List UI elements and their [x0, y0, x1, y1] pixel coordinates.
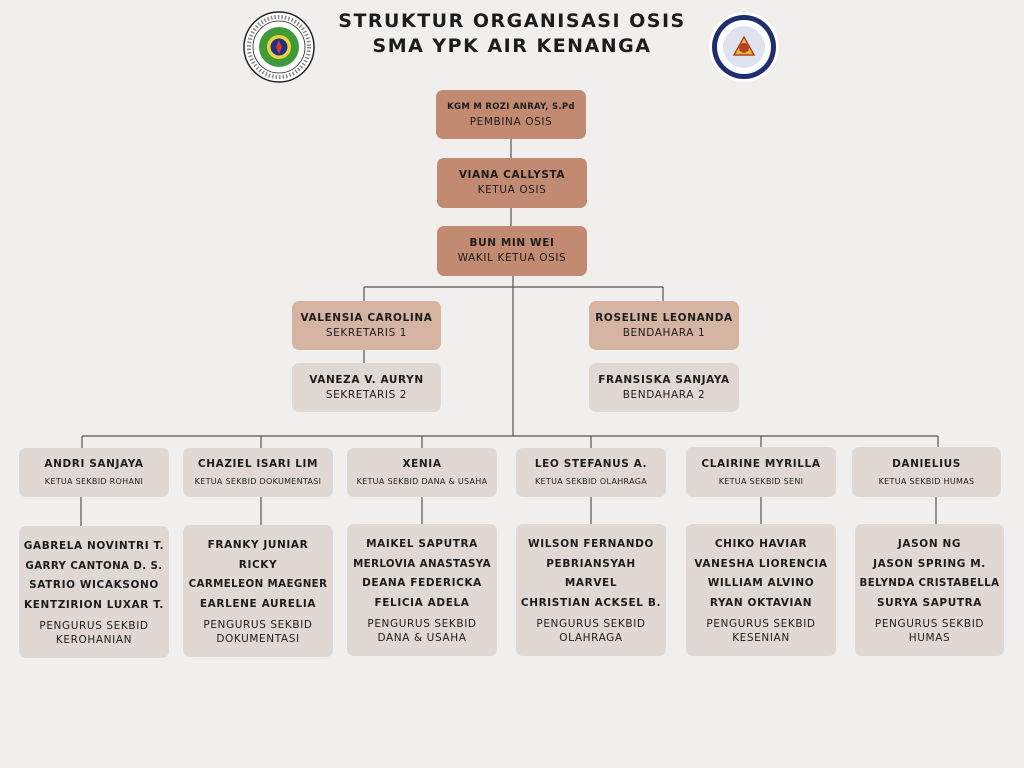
bendahara-2-name: FRANSISKA SANJAYA	[598, 373, 730, 386]
member-name: MARVEL	[564, 577, 618, 589]
member-name: WILSON FERNANDO	[528, 538, 654, 550]
sekretaris-2-role: SEKRETARIS 2	[325, 388, 408, 401]
member-name: KENTZIRION LUXAR T.	[24, 598, 164, 611]
sekbid-dana-usaha-head-role: KETUA SEKBID DANA & USAHA	[356, 477, 488, 486]
sekbid-humas-head-name: DANIELIUS	[892, 457, 961, 470]
sekbid-dokumentasi-members-box: FRANKY JUNIAR RICKY CARMELEON MAEGNER EA…	[183, 525, 333, 657]
sekretaris-1-role: SEKRETARIS 1	[325, 326, 408, 339]
member-name: MERLOVIA ANASTASYA	[353, 557, 491, 570]
bendahara-1-name: ROSELINE LEONANDA	[595, 311, 733, 324]
sekretaris-1-name: VALENSIA CAROLINA	[300, 311, 433, 324]
members-role-line-2: DOKUMENTASI	[216, 633, 300, 645]
sekbid-humas-members-box: JASON NG JASON SPRING M. BELYNDA CRISTAB…	[855, 524, 1004, 656]
ketua-name: VIANA CALLYSTA	[458, 169, 566, 181]
sekbid-rohani-head-box: ANDRI SANJAYA KETUA SEKBID ROHANI	[19, 448, 169, 497]
osis-sma-ypk-logo	[708, 11, 780, 83]
member-name: GABRELA NOVINTRI T.	[23, 540, 165, 552]
sekretaris-2-name: VANEZA V. AURYN	[309, 373, 424, 386]
bendahara-1-role: BENDAHARA 1	[622, 326, 706, 339]
sekbid-rohani-members-box: GABRELA NOVINTRI T. GARRY CANTONA D. S. …	[19, 526, 169, 658]
members-role-line-2: KEROHANIAN	[55, 634, 133, 646]
ketua-box: VIANA CALLYSTA KETUA OSIS	[437, 158, 587, 208]
pembina-box: KGM M ROZI ANRAY, S.Pd PEMBINA OSIS	[436, 90, 586, 139]
pembina-name: KGM M ROZI ANRAY, S.Pd	[447, 101, 575, 112]
wakil-box: BUN MIN WEI WAKIL KETUA OSIS	[437, 226, 587, 276]
sekretaris-1-box: VALENSIA CAROLINA SEKRETARIS 1	[292, 301, 441, 350]
member-name: JASON SPRING M.	[873, 557, 986, 570]
sekbid-seni-members-box: CHIKO HAVIAR VANESHA LIORENCIA WILLIAM A…	[686, 524, 836, 656]
sekbid-dokumentasi-head-role: KETUA SEKBID DOKUMENTASI	[194, 477, 322, 486]
member-name: WILLIAM ALVINO	[707, 577, 815, 589]
school-seal-logo	[243, 11, 315, 83]
member-name: RYAN OKTAVIAN	[709, 596, 813, 609]
sekbid-seni-head-role: KETUA SEKBID SENI	[718, 476, 804, 486]
member-name: SATRIO WICAKSONO	[29, 579, 159, 591]
member-name: JASON NG	[897, 538, 962, 550]
member-name: CARMELEON MAEGNER	[188, 578, 328, 590]
sekbid-rohani-head-role: KETUA SEKBID ROHANI	[44, 477, 144, 486]
members-role-line-1: PENGURUS SEKBID	[706, 618, 816, 630]
sekbid-dokumentasi-head-box: CHAZIEL ISARI LIM KETUA SEKBID DOKUMENTA…	[183, 448, 333, 497]
members-role-line-2: DANA & USAHA	[377, 632, 467, 644]
member-name: GARRY CANTONA D. S.	[25, 559, 163, 572]
member-name: DEANA FEDERICKA	[362, 577, 482, 589]
ketua-role: KETUA OSIS	[477, 184, 547, 196]
members-role-line-1: PENGURUS SEKBID	[367, 618, 477, 630]
member-name: CHIKO HAVIAR	[714, 538, 808, 550]
page-title-line-2: SMA YPK AIR KENANGA	[372, 35, 652, 57]
bendahara-2-role: BENDAHARA 2	[622, 388, 706, 401]
sekbid-dana-usaha-head-box: XENIA KETUA SEKBID DANA & USAHA	[347, 448, 497, 497]
member-name: MAIKEL SAPUTRA	[366, 538, 478, 550]
sekbid-seni-head-name: CLAIRINE MYRILLA	[701, 457, 821, 470]
members-role-line-2: HUMAS	[908, 632, 951, 644]
members-role-line-1: PENGURUS SEKBID	[203, 619, 313, 631]
bendahara-1-box: ROSELINE LEONANDA BENDAHARA 1	[589, 301, 739, 350]
member-name: PEBRIANSYAH	[546, 557, 636, 570]
sekbid-olahraga-head-box: LEO STEFANUS A. KETUA SEKBID OLAHRAGA	[516, 448, 666, 497]
pembina-role: PEMBINA OSIS	[469, 115, 553, 128]
sekbid-olahraga-members-box: WILSON FERNANDO PEBRIANSYAH MARVEL CHRIS…	[516, 524, 666, 656]
sekretaris-2-box: VANEZA V. AURYN SEKRETARIS 2	[292, 363, 441, 412]
bendahara-2-box: FRANSISKA SANJAYA BENDAHARA 2	[589, 363, 739, 412]
member-name: VANESHA LIORENCIA	[694, 557, 828, 570]
member-name: SURYA SAPUTRA	[876, 596, 983, 609]
member-name: BELYNDA CRISTABELLA	[859, 577, 1000, 589]
members-role-line-1: PENGURUS SEKBID	[39, 620, 149, 632]
sekbid-humas-head-box: DANIELIUS KETUA SEKBID HUMAS	[852, 447, 1001, 497]
wakil-role: WAKIL KETUA OSIS	[457, 252, 567, 264]
sekbid-olahraga-head-role: KETUA SEKBID OLAHRAGA	[535, 477, 647, 486]
members-role-line-2: KESENIAN	[732, 632, 790, 644]
members-role-line-1: PENGURUS SEKBID	[536, 618, 646, 630]
wakil-name: BUN MIN WEI	[469, 237, 555, 249]
sekbid-dokumentasi-head-name: CHAZIEL ISARI LIM	[197, 458, 319, 470]
sekbid-olahraga-head-name: LEO STEFANUS A.	[534, 458, 648, 470]
sekbid-dana-usaha-members-box: MAIKEL SAPUTRA MERLOVIA ANASTASYA DEANA …	[347, 524, 497, 656]
sekbid-rohani-head-name: ANDRI SANJAYA	[44, 458, 144, 470]
sekbid-seni-head-box: CLAIRINE MYRILLA KETUA SEKBID SENI	[686, 447, 836, 497]
sekbid-humas-head-role: KETUA SEKBID HUMAS	[878, 476, 975, 486]
member-name: FRANKY JUNIAR	[207, 539, 309, 551]
members-role-line-2: OLAHRAGA	[559, 632, 623, 644]
page-title-line-1: STRUKTUR ORGANISASI OSIS	[338, 10, 686, 32]
member-name: CHRISTIAN ACKSEL B.	[520, 596, 662, 609]
member-name: EARLENE AURELIA	[199, 597, 317, 610]
members-role-line-1: PENGURUS SEKBID	[874, 618, 985, 630]
member-name: RICKY	[238, 558, 278, 571]
member-name: FELICIA ADELA	[374, 596, 470, 609]
sekbid-dana-usaha-head-name: XENIA	[402, 458, 442, 470]
